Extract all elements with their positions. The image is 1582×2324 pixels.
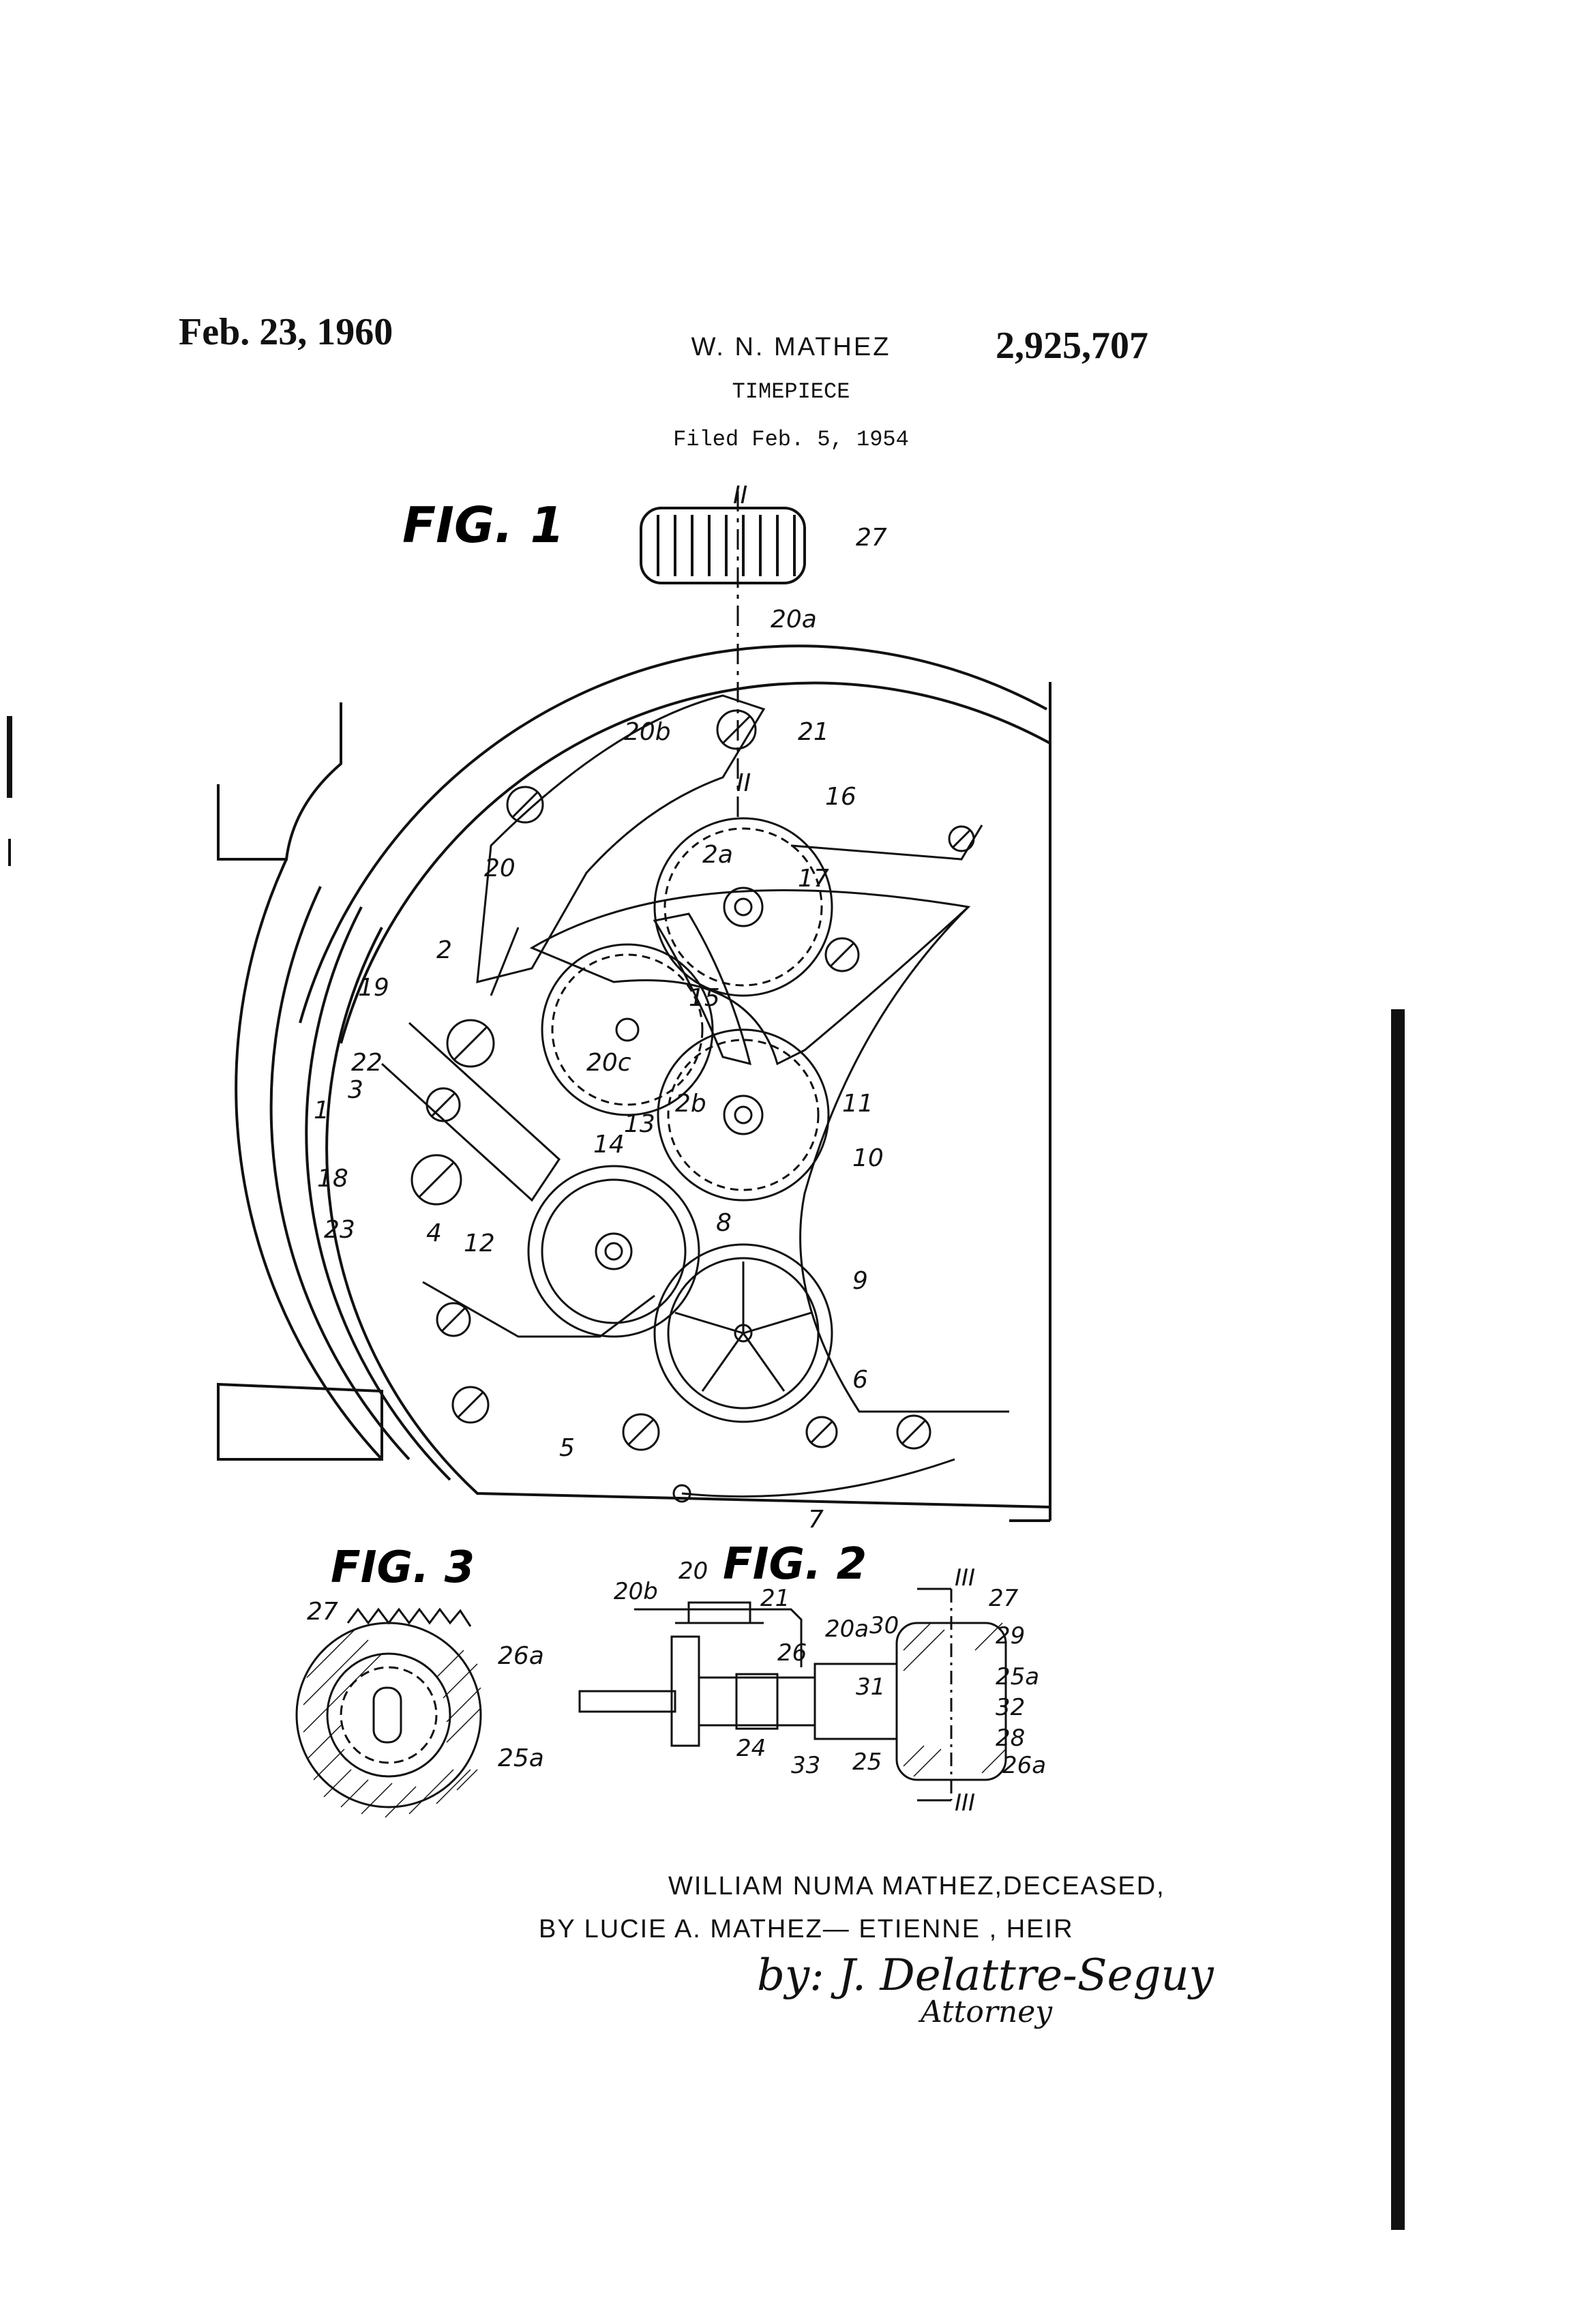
ref-label: 27 (307, 1598, 338, 1626)
attorney-signature: by: J. Delattre-Seguy (757, 1950, 1214, 2001)
ref-label: 10 (852, 1144, 884, 1172)
ref-label: 20 (484, 854, 516, 882)
ref-label: 4 (426, 1219, 442, 1247)
ref-label: 20b (624, 718, 671, 746)
ref-label: 32 (996, 1694, 1025, 1721)
ref-label: 28 (996, 1725, 1025, 1752)
ref-label: 25a (498, 1744, 544, 1772)
ref-label: 25 (852, 1748, 882, 1776)
ref-label: 11 (842, 1090, 874, 1118)
fig2-drawing: FIG. 2 20 20b 21 III 27 20a (580, 1539, 1046, 1817)
ref-label: 13 (624, 1110, 655, 1138)
ref-label: 18 (317, 1165, 348, 1193)
ref-label: III (955, 1564, 975, 1592)
ref-label: 27 (989, 1585, 1019, 1612)
ref-label: 23 (324, 1216, 355, 1244)
ref-label: 31 (856, 1673, 885, 1701)
ref-label: 25a (996, 1663, 1039, 1690)
fig2-label: FIG. 2 (723, 1539, 867, 1590)
ref-label: 7 (808, 1506, 824, 1534)
crown-icon (641, 508, 805, 583)
ref-label: 26a (1002, 1752, 1046, 1779)
ref-label: 20 (678, 1558, 708, 1585)
fig3-label: FIG. 3 (331, 1543, 475, 1593)
ref-label: 5 (559, 1434, 575, 1462)
ref-label: II (736, 769, 751, 797)
ref-label: 26 (777, 1639, 807, 1667)
fig1-drawing: FIG. 1 (218, 481, 1050, 1534)
ref-label: 15 (689, 984, 720, 1012)
fig1-label: FIG. 1 (402, 496, 565, 554)
ref-label: II (733, 481, 747, 509)
ref-label: 16 (825, 783, 856, 811)
fig3-drawing: FIG. 3 27 26a 25a (297, 1543, 544, 1817)
ref-label: 9 (852, 1267, 868, 1295)
watch-case (218, 646, 1050, 1521)
ref-label: 33 (791, 1752, 820, 1779)
fig1-refs: II 27 20a 21 20b II 16 20 2a 17 2 15 19 … (314, 481, 887, 1534)
ref-label: 20b (614, 1578, 658, 1605)
ref-label: 19 (358, 974, 389, 1002)
deceased-line: WILLIAM NUMA MATHEZ,DECEASED, (668, 1872, 1165, 1901)
ref-label: 20c (586, 1049, 631, 1077)
ref-label: 2 (436, 936, 452, 964)
ref-label: 20a (825, 1615, 869, 1643)
ref-label: III (955, 1789, 975, 1817)
ref-label: 3 (348, 1076, 363, 1104)
wheel-8 (528, 1166, 699, 1337)
ref-label: 26a (498, 1642, 544, 1670)
ref-label: 14 (593, 1131, 625, 1159)
ref-label: 30 (869, 1612, 899, 1639)
ref-label: 17 (798, 865, 829, 893)
heir-line: BY LUCIE A. MATHEZ— ETIENNE , HEIR (539, 1915, 1074, 1944)
ref-label: 1 (314, 1097, 329, 1124)
ref-label: 29 (996, 1622, 1025, 1650)
ref-label: 8 (716, 1209, 732, 1237)
ref-label: 12 (464, 1230, 495, 1257)
attorney-role: Attorney (921, 1995, 1052, 2029)
ref-label: 2b (675, 1090, 706, 1118)
ref-label: 24 (736, 1735, 766, 1762)
ref-label: 6 (852, 1366, 868, 1394)
ref-label: 22 (351, 1049, 383, 1077)
ref-label: 27 (856, 524, 887, 552)
ref-label: 2a (702, 841, 733, 869)
ref-label: 21 (798, 718, 829, 746)
ref-label: 21 (760, 1585, 790, 1612)
wheel-9 (655, 1245, 832, 1422)
screw-icon (412, 711, 974, 1450)
ref-label: 20a (771, 606, 817, 634)
